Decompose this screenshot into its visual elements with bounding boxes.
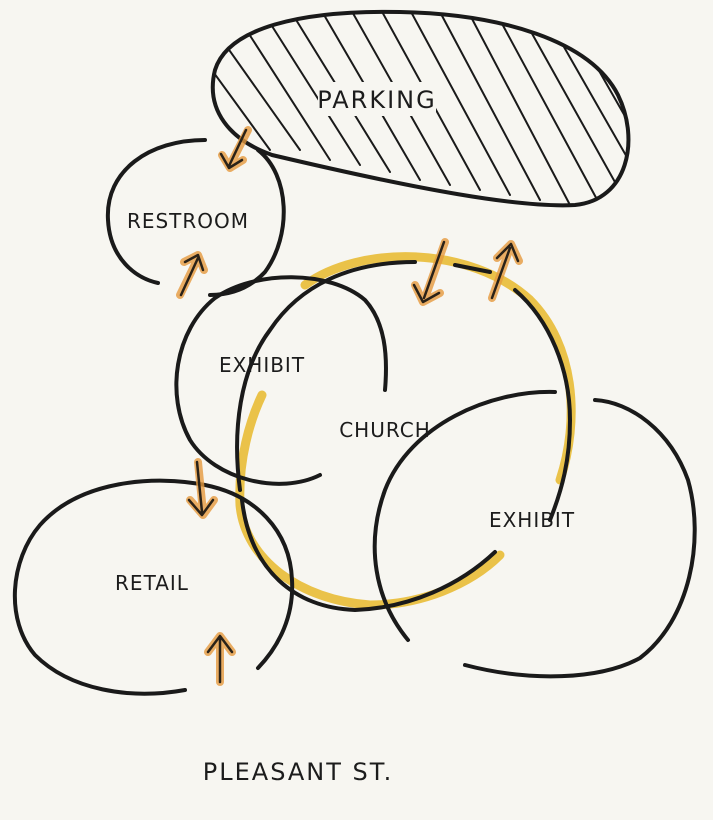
church-bubble xyxy=(235,260,572,612)
exhibit-left-bubble xyxy=(174,275,388,486)
arrow-into-church xyxy=(411,238,449,306)
label-exhibit-right: EXHIBIT xyxy=(489,508,575,532)
restroom-bubble xyxy=(105,138,286,297)
arrow-street-to-retail xyxy=(204,632,236,686)
arrow-restroom-exit xyxy=(176,251,208,299)
retail-bubble xyxy=(12,478,295,696)
label-street: PLEASANT ST. xyxy=(203,758,393,786)
exhibit-right-bubble xyxy=(372,389,697,679)
label-exhibit-left: EXHIBIT xyxy=(219,353,305,377)
label-retail: RETAIL xyxy=(115,571,189,595)
arrow-out-of-church xyxy=(488,240,523,302)
label-restroom: RESTROOM xyxy=(127,209,249,233)
parking-zone xyxy=(210,9,631,208)
arrow-parking-to-restroom xyxy=(218,126,252,172)
label-church: CHURCH xyxy=(339,418,431,442)
arrow-exhibit-to-retail xyxy=(186,458,218,519)
label-parking: PARKING xyxy=(317,86,436,114)
